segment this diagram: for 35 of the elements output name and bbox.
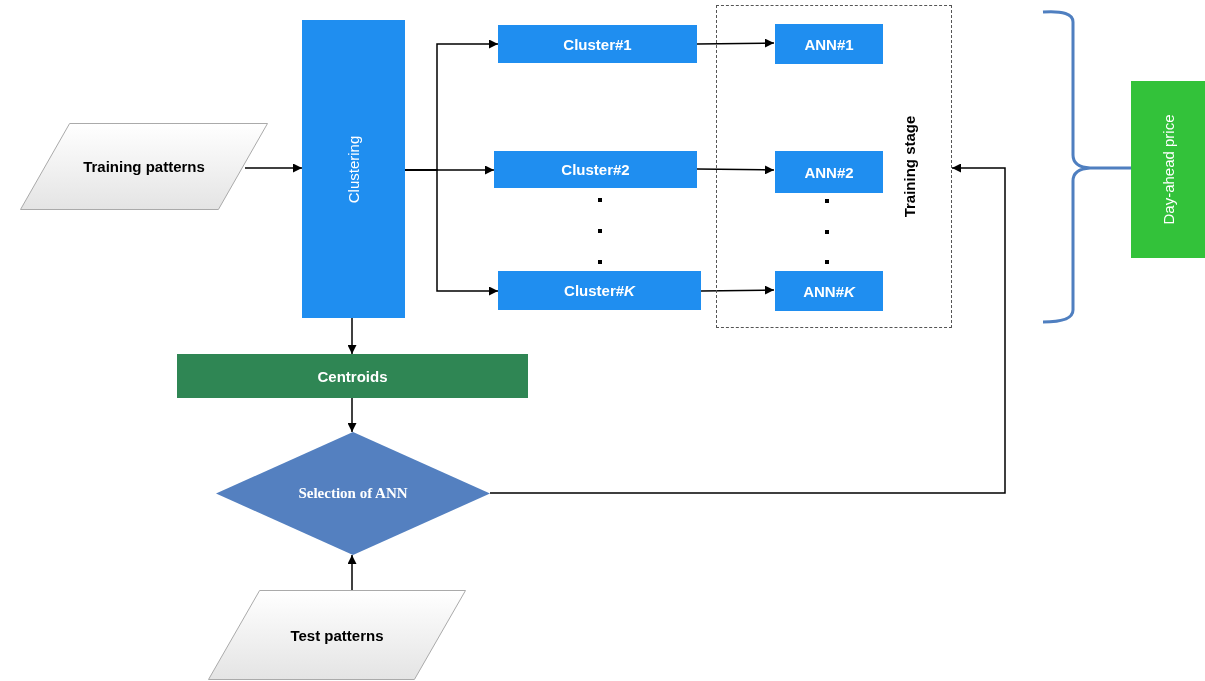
arrow xyxy=(347,317,357,355)
node-label: Cluster#K xyxy=(564,282,635,299)
process-box xyxy=(775,24,883,64)
node-label: Selection of ANN xyxy=(298,485,408,502)
arrow xyxy=(347,397,357,433)
node-label: Centroids xyxy=(317,367,388,385)
process-box xyxy=(177,354,528,398)
arrow xyxy=(489,163,1006,494)
arrow xyxy=(244,163,303,173)
arrow xyxy=(404,169,499,296)
decision-diamond xyxy=(216,432,490,555)
arrow xyxy=(700,285,775,295)
node-label: ANN#K xyxy=(803,282,855,300)
process-box xyxy=(498,25,697,63)
stage-frame xyxy=(716,5,952,328)
process-box xyxy=(498,271,701,310)
arrow xyxy=(347,554,357,591)
input-parallelogram xyxy=(20,123,268,210)
node-label: Training patterns xyxy=(83,158,205,175)
node-label: Clustering xyxy=(345,135,362,203)
arrow xyxy=(696,38,775,48)
process-box xyxy=(775,271,883,311)
output-box xyxy=(1131,81,1205,258)
node-label: Cluster#2 xyxy=(561,161,630,178)
node-label: Day-ahead price xyxy=(1159,114,1177,225)
node-label: Test patterns xyxy=(290,626,384,644)
process-box xyxy=(775,151,883,193)
process-box xyxy=(302,20,405,318)
node-label: ANN#1 xyxy=(804,35,854,53)
process-box xyxy=(494,151,697,188)
node-label: ANN#2 xyxy=(804,163,854,181)
node-label: Training stage xyxy=(901,115,919,218)
arrow xyxy=(696,165,775,175)
node-label: Cluster#1 xyxy=(563,35,632,53)
input-parallelogram xyxy=(208,590,466,680)
